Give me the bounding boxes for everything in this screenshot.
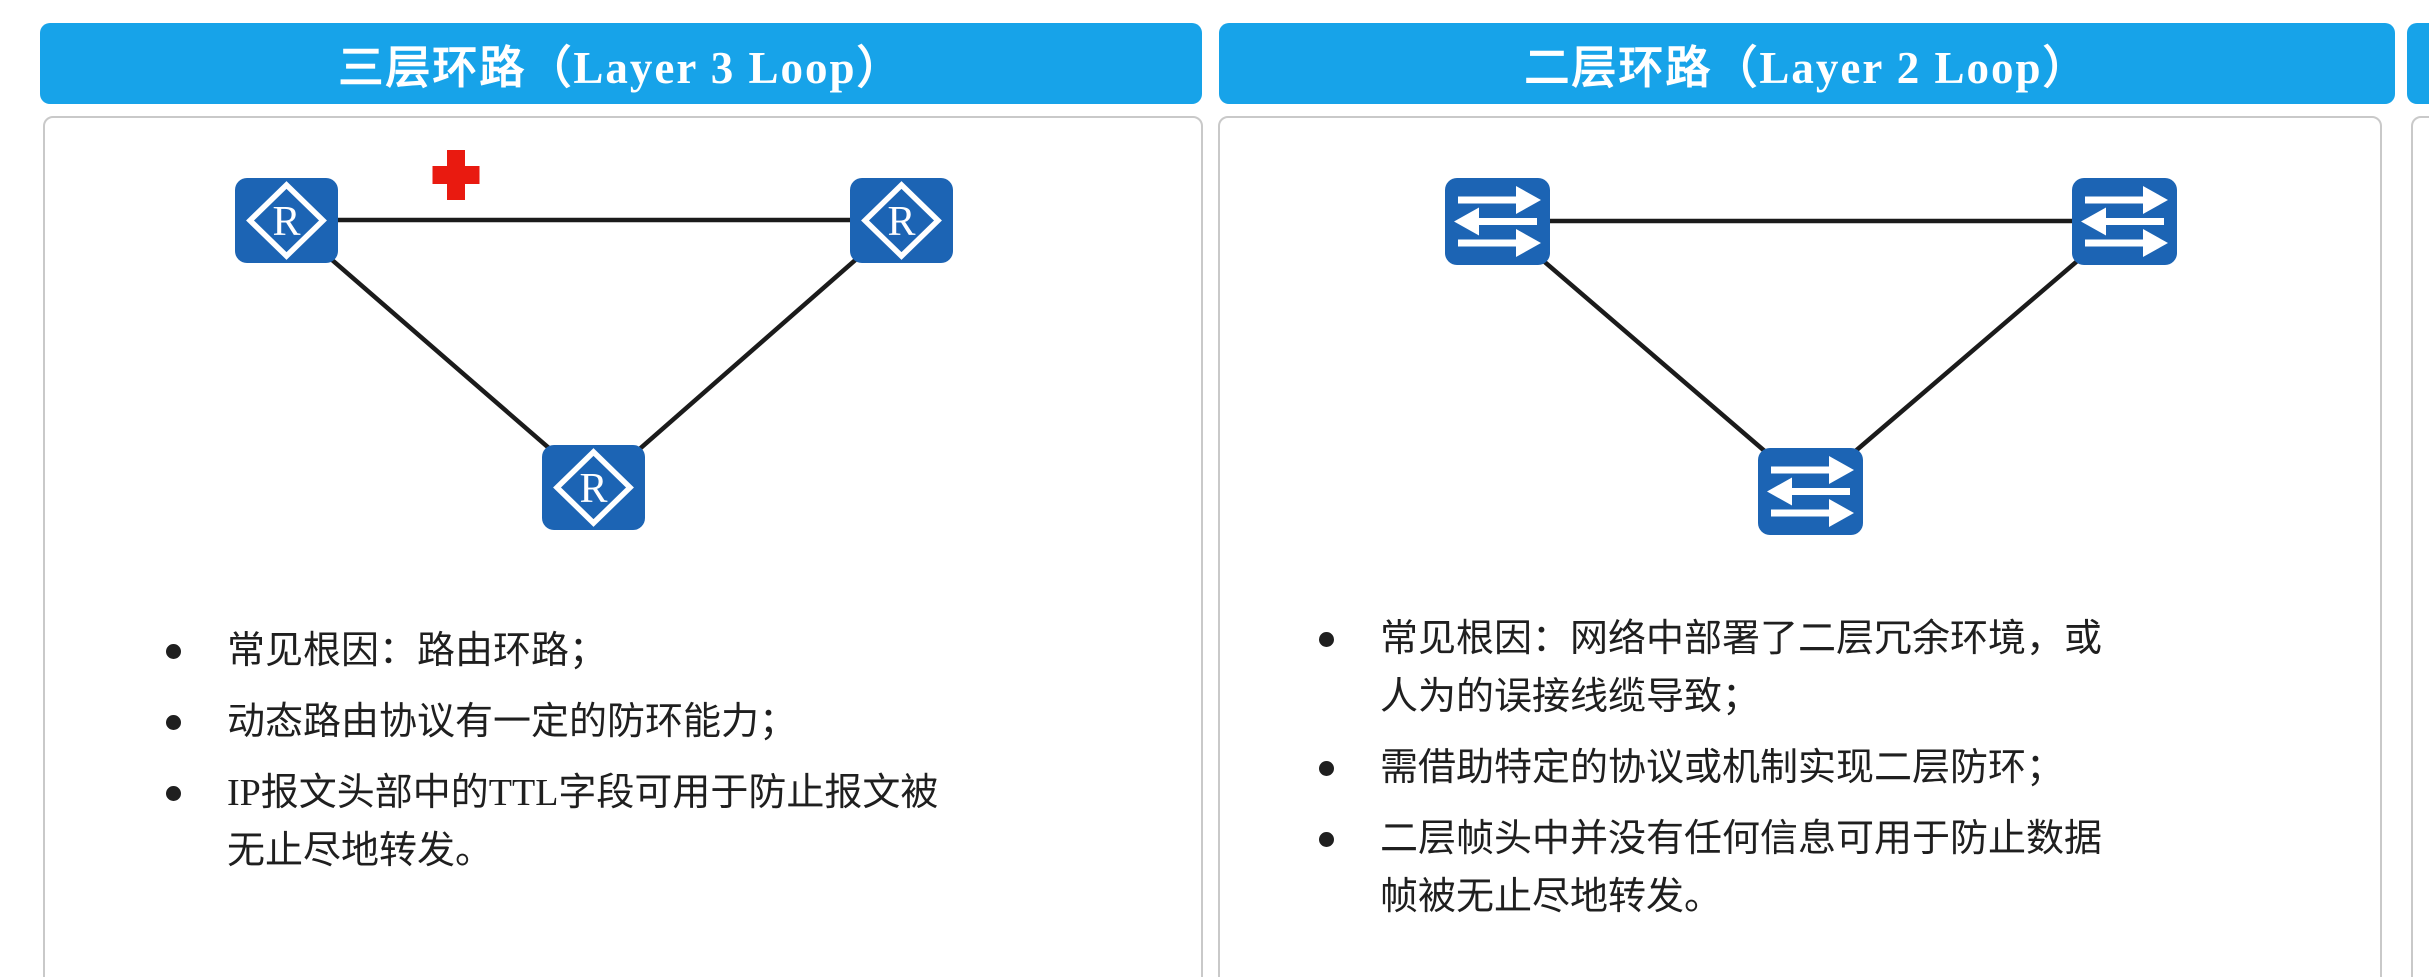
layer2-topology-diagram <box>1444 177 2178 536</box>
bullet-dot-icon <box>166 715 181 730</box>
layer3-bullet-3: IP报文头部中的TTL字段可用于防止报文被无止尽地转发。 <box>227 772 939 872</box>
layer3-topology-diagram <box>43 150 1203 586</box>
layer3-panel-card <box>43 116 1203 977</box>
layer3-bullet-1: 常见根因：路由环路； <box>227 630 608 672</box>
layer2-panel-card <box>1218 116 2382 977</box>
layer2-bullet-3: 二层帧头中并没有任何信息可用于防止数据帧被无止尽地转发。 <box>1380 818 2103 918</box>
layer2-bullet-1: 常见根因：网络中部署了二层冗余环境，或人为的误接线缆导致； <box>1380 618 2103 718</box>
list-item: IP报文头部中的TTL字段可用于防止报文被无止尽地转发。 <box>163 764 953 880</box>
layer3-bullet-2: 动态路由协议有一定的防环能力； <box>227 701 798 743</box>
list-item: 需借助特定的协议或机制实现二层防环； <box>1316 739 2126 797</box>
layer2-panel-title-bar: 二层环路（Layer 2 Loop） <box>1219 23 2395 104</box>
layer2-bullet-2: 需借助特定的协议或机制实现二层防环； <box>1380 747 2065 789</box>
layer3-links <box>284 217 903 490</box>
list-item: 常见根因：网络中部署了二层冗余环境，或人为的误接线缆导致； <box>1316 610 2126 726</box>
bullet-dot-icon <box>1319 632 1334 647</box>
red-cross-icon <box>432 150 480 200</box>
layer3-panel-title: 三层环路（Layer 3 Loop） <box>338 43 904 93</box>
list-item: 常见根因：路由环路； <box>163 622 953 680</box>
next-panel-title-bar-sliver <box>2407 23 2429 104</box>
switch-top-left <box>1444 177 1551 266</box>
bullet-dot-icon <box>1319 761 1334 776</box>
list-item: 二层帧头中并没有任何信息可用于防止数据帧被无止尽地转发。 <box>1316 810 2126 926</box>
next-panel-card-sliver <box>2411 116 2429 977</box>
layer2-panel-title: 二层环路（Layer 2 Loop） <box>1524 43 2090 93</box>
switch-top-right <box>2071 177 2178 266</box>
list-item: 动态路由协议有一定的防环能力； <box>163 693 953 751</box>
switch-bottom <box>1757 447 1864 536</box>
layer2-links <box>1495 218 2126 492</box>
router-top-right <box>850 178 953 263</box>
layer2-bullet-list: 常见根因：网络中部署了二层冗余环境，或人为的误接线缆导致； 需借助特定的协议或机… <box>1316 610 2126 939</box>
router-top-left <box>235 178 338 263</box>
bullet-dot-icon <box>166 644 181 659</box>
bullet-dot-icon <box>1319 832 1334 847</box>
layer3-bullet-list: 常见根因：路由环路； 动态路由协议有一定的防环能力； IP报文头部中的TTL字段… <box>163 622 953 893</box>
bullet-dot-icon <box>166 786 181 801</box>
router-bottom <box>542 445 645 530</box>
layer3-panel-title-bar: 三层环路（Layer 3 Loop） <box>40 23 1202 104</box>
